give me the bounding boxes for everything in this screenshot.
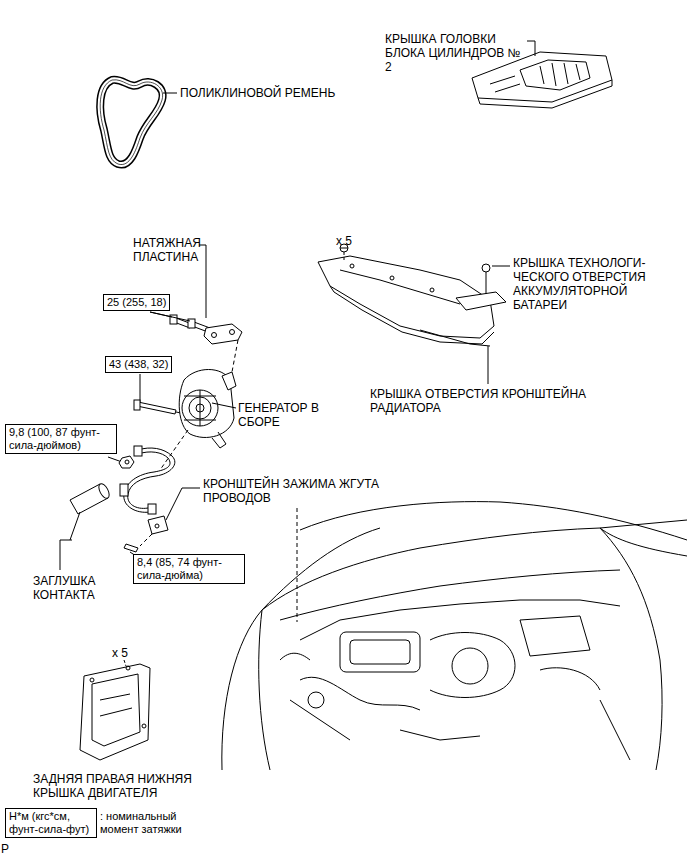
part-label: P: [1, 842, 9, 856]
engine-under-cover-drawing: [80, 664, 150, 760]
part-label: КРЫШКА ТЕХНОЛОГИ-ЧЕСКОГО ОТВЕРСТИЯ АККУМ…: [513, 256, 663, 312]
part-label: ЗАДНЯЯ ПРАВАЯ НИЖНЯЯ КРЫШКА ДВИГАТЕЛЯ: [33, 772, 233, 800]
head-cover-drawing: [472, 52, 612, 108]
torque-spec-box: 8,4 (85, 74 фунт-сила-дюйма): [133, 554, 245, 584]
torque-value: 8,4 (85, 74 фунт-сила-дюйма): [137, 556, 241, 582]
torque-value: 43 (438, 32): [109, 358, 168, 371]
part-label: x 5: [112, 646, 128, 660]
torque-spec-box: 9,8 (100, 87 фунт-сила-дюймов): [5, 424, 117, 454]
belt-drawing: [100, 80, 162, 165]
part-label: НАТЯЖНАЯ ПЛАСТИНА: [133, 236, 213, 264]
part-label: ГЕНЕРАТОР В СБОРЕ: [238, 401, 328, 429]
torque-spec-box: 43 (438, 32): [105, 356, 172, 373]
part-label: x 5: [336, 234, 352, 248]
torque-value: Н*м (кгс*см, фунт-сила-фут): [9, 810, 93, 836]
harness-drawing: [119, 446, 175, 514]
torque-value: 25 (255, 18): [107, 296, 166, 309]
part-label: КРЫШКА ОТВЕРСТИЯ КРОНШТЕЙНА РАДИАТОРА: [370, 387, 610, 415]
torque-value: 9,8 (100, 87 фунт-сила-дюймов): [9, 426, 113, 452]
part-label: ПОЛИКЛИНОВОЙ РЕМЕНЬ: [180, 86, 335, 100]
plate-drawing: [204, 324, 242, 344]
torque-spec-box: Н*м (кгс*см, фунт-сила-фут): [5, 808, 97, 838]
torque-spec-box: 25 (255, 18): [103, 294, 170, 311]
part-label: КРЫШКА ГОЛОВКИ БЛОКА ЦИЛИНДРОВ № 2: [385, 32, 527, 74]
bracket-drawing: [148, 516, 168, 534]
battery-cover-drawing: [456, 292, 506, 310]
part-label: ЗАГЛУШКА КОНТАКТА: [33, 574, 117, 602]
part-label: КРОНШТЕЙН ЗАЖИМА ЖГУТА ПРОВОДОВ: [203, 477, 433, 505]
legend-text: : номинальный момент затяжки: [100, 810, 212, 836]
alternator-drawing: [179, 370, 236, 449]
vehicle-drawing: [222, 502, 687, 770]
